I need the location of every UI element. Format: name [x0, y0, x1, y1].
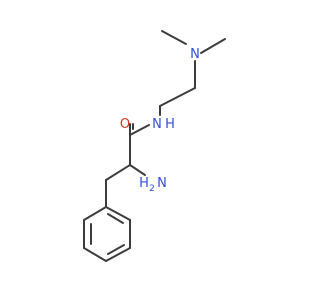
atom-o-carbonyl: O — [120, 117, 130, 132]
atom-h-amide: H — [165, 117, 175, 132]
molecule-structure: N O N H H 2 N — [83, 30, 226, 262]
ring-double-2 — [107, 244, 125, 255]
benzene-ring — [83, 206, 131, 262]
bond-lines — [105, 30, 226, 208]
ring-bond-6 — [105, 206, 131, 221]
bond-nh-carbonyl — [129, 124, 150, 136]
bond-calpha-nh2 — [129, 164, 146, 176]
bond-methyl1-n — [161, 30, 187, 45]
ring-double-3 — [107, 213, 124, 224]
atom-h-nh2: H — [139, 176, 149, 191]
bond-calpha-cbeta — [105, 164, 131, 181]
atom-n-nh2: N — [157, 176, 167, 191]
ring-bond-3 — [83, 247, 107, 262]
atom-n-amine: N — [190, 47, 200, 62]
atom-n-amide: N — [152, 117, 162, 132]
bond-methyl2-n — [200, 38, 226, 54]
bond-ch2-ch2 — [159, 87, 196, 107]
ring-bond-1 — [83, 206, 107, 221]
atom-sub-nh2: 2 — [149, 184, 155, 194]
ring-bond-4 — [105, 247, 131, 262]
atom-labels: N O N H H 2 N — [120, 47, 200, 194]
